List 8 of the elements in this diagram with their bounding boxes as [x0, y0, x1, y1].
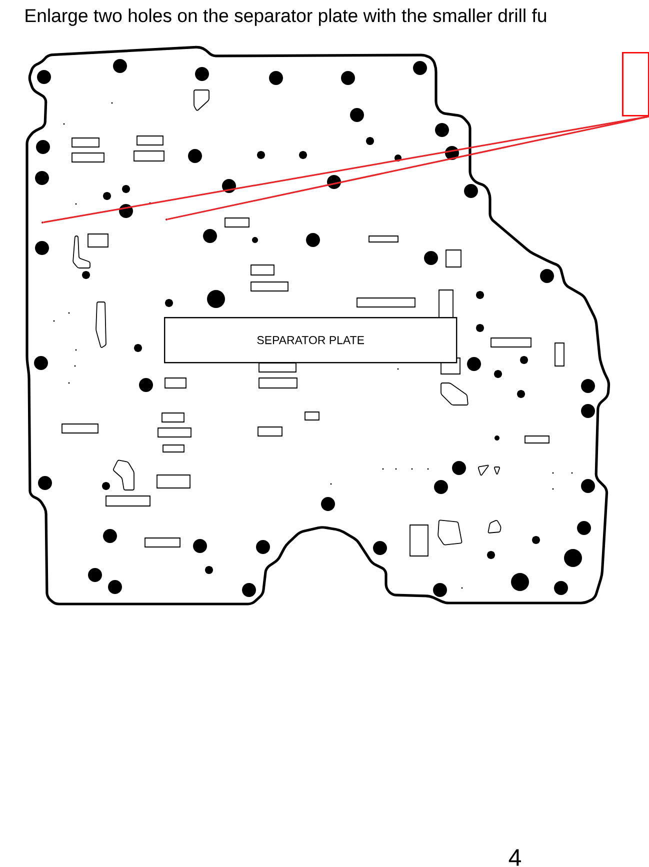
- label-box: SEPARATOR PLATE: [164, 317, 458, 364]
- page-number: 4: [508, 849, 521, 866]
- leader-line: [168, 116, 649, 220]
- callout-box: [622, 52, 649, 116]
- instruction-text: Enlarge two holes on the separator plate with the smaller drill fu: [26, 8, 546, 26]
- leader-line: [44, 116, 649, 224]
- hole-mark: [166, 218, 168, 220]
- hole-mark: [42, 222, 44, 224]
